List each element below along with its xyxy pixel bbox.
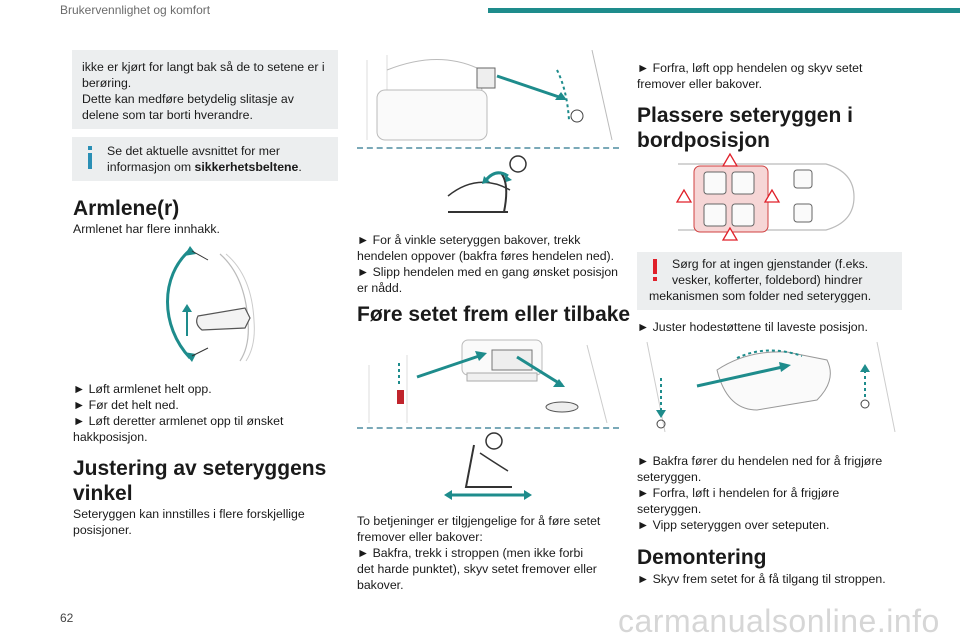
front-lever-step: ► Forfra, løft opp hendelen og skyv sete…: [637, 60, 902, 92]
armrest-illustration: [150, 246, 270, 364]
warning-line: Dette kan medføre betydelig slitasje av: [82, 92, 294, 106]
warning-box-continued: ikke er kjørt for langt bak så de to set…: [72, 50, 338, 129]
step: ► Løft deretter armlenet opp til ønsket: [73, 414, 284, 428]
watermark: carmanualsonline.info: [618, 603, 940, 639]
body-line: fremover eller bakover:: [357, 530, 483, 544]
heading-line: vinkel: [73, 482, 133, 505]
warning-box-mechanism: Sørg for at ingen gjenstander (f.eks. ve…: [637, 252, 902, 310]
move-seat-body: To betjeninger er tilgjengelige for å fø…: [357, 513, 622, 593]
info-suffix: .: [298, 160, 302, 174]
backrest-angle-body: Seteryggen kan innstilles i flere forskj…: [73, 506, 339, 538]
step: ► For å vinkle seteryggen bakover, trekk: [357, 233, 581, 247]
warning-line: berøring.: [82, 76, 132, 90]
step: er nådd.: [357, 281, 403, 295]
page-number: 62: [60, 611, 74, 625]
info-line: Se det aktuelle avsnittet for mer: [107, 144, 280, 158]
heading-line: Plassere seteryggen i: [637, 104, 853, 127]
step: ► Bakfra, trekk i stroppen (men ikke for…: [357, 546, 584, 560]
warning-line: delene som tar borti hverandre.: [82, 108, 253, 122]
section-title: Brukervennlighet og komfort: [60, 3, 211, 17]
warning-line: Sørg for at ingen gjenstander (f.eks.: [672, 257, 869, 271]
body-line: posisjoner.: [73, 523, 132, 537]
heading-armrest: Armlene(r): [73, 197, 180, 220]
table-position-steps: ► Bakfra fører du hendelen ned for å fri…: [637, 453, 902, 533]
info-icon: [88, 146, 92, 170]
info-box: Se det aktuelle avsnittet for mer inform…: [72, 137, 338, 181]
recline-seat-icon: [438, 152, 538, 220]
body-line: Seteryggen kan innstilles i flere forskj…: [73, 507, 305, 521]
heading-line: Justering av seteryggens: [73, 457, 327, 480]
separator-dashed: [357, 427, 619, 429]
step: bakover.: [357, 578, 404, 592]
step: ► Vipp seteryggen over seteputen.: [637, 518, 830, 532]
recline-lever-illustration: [357, 50, 619, 142]
step: seteryggen.: [637, 470, 702, 484]
armrest-intro: Armlenet har flere innhakk.: [73, 222, 220, 236]
heading-move-seat: Føre setet frem eller tilbake: [357, 303, 631, 326]
fold-backrest-illustration: [637, 340, 902, 432]
heading-backrest-angle: Justering av seteryggens vinkel: [73, 456, 326, 506]
info-line: informasjon om sikkerhetsbeltene.: [107, 159, 335, 175]
warning-icon: [653, 259, 657, 283]
heading-line: bordposisjon: [637, 129, 770, 152]
step: ► Bakfra fører du hendelen ned for å fri…: [637, 454, 883, 468]
step: seteryggen.: [637, 502, 702, 516]
heading-removal: Demontering: [637, 546, 767, 569]
headrest-step: ► Juster hodestøttene til laveste posisj…: [637, 320, 868, 334]
header-accent-bar: [488, 8, 960, 13]
removal-step: ► Skyv frem setet for å få tilgang til s…: [637, 572, 886, 586]
armrest-steps: ► Løft armlenet helt opp. ► Før det helt…: [73, 381, 339, 445]
step: hendelen oppover (bakfra føres hendelen …: [357, 249, 615, 263]
step: ► Forfra, løft opp hendelen og skyv sete…: [637, 61, 863, 75]
step: ► Før det helt ned.: [73, 398, 179, 412]
recline-steps: ► For å vinkle seteryggen bakover, trekk…: [357, 232, 622, 296]
step: ► Løft armlenet helt opp.: [73, 382, 212, 396]
seat-slide-icon: [442, 431, 534, 501]
step: ► Slipp hendelen med en gang ønsket posi…: [357, 265, 619, 279]
warning-line: mekanismen som folder ned seteryggen.: [649, 289, 872, 303]
info-link-seatbelts: sikkerhetsbeltene: [194, 160, 299, 174]
step: ► Forfra, løft i hendelen for å frigjøre: [637, 486, 840, 500]
step: det harde punktet), skyv setet fremover …: [357, 562, 597, 576]
van-seat-layout-illustration: [676, 152, 858, 242]
body-line: To betjeninger er tilgjengelige for å fø…: [357, 514, 601, 528]
warning-line: ikke er kjørt for langt bak så de to set…: [82, 60, 325, 74]
step: fremover eller bakover.: [637, 77, 763, 91]
heading-table-position: Plassere seteryggen i bordposisjon: [637, 103, 853, 153]
separator-dashed: [357, 147, 619, 149]
info-prefix: informasjon om: [107, 160, 195, 174]
seat-rail-illustration: [357, 335, 619, 423]
warning-line: vesker, kofferter, foldebord) hindrer: [672, 273, 863, 287]
step: hakkposisjon.: [73, 430, 148, 444]
